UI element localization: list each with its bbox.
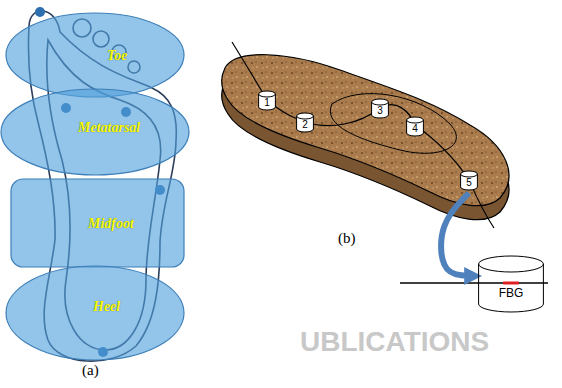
region-label: Midfoot [88, 216, 134, 232]
optical-fiber [232, 42, 494, 228]
metatarsal-region: Metatarsal [0, 88, 190, 176]
region-label: Heel [93, 299, 120, 315]
sensor-number: 2 [302, 119, 308, 131]
sensor-number: 4 [412, 123, 418, 135]
fbg-fiber-line [400, 282, 548, 284]
fbg-sensor-shape [478, 255, 544, 313]
pointer-arrow [441, 193, 475, 276]
sensor-number: 1 [264, 97, 270, 109]
watermark: UBLICATIONS [300, 326, 489, 358]
sensor-number: 3 [377, 105, 383, 117]
heel-region: Heel [5, 265, 185, 361]
region-label: Toe [107, 48, 127, 64]
subfigure-label: (a) [82, 362, 99, 379]
sensor-cylinder: 1 [258, 90, 276, 111]
subfigure-label: (b) [338, 230, 356, 247]
sensor-cylinder: 4 [406, 116, 424, 137]
sensor-cylinder: 2 [296, 112, 314, 133]
sensor-cylinder: 3 [371, 98, 389, 119]
midfoot-region: Midfoot [10, 178, 185, 268]
region-label: Metatarsal [78, 120, 140, 136]
toe-region: Toe [5, 12, 185, 98]
sensor-label: FBG [499, 286, 524, 300]
sensor-number: 5 [466, 177, 472, 189]
insole-top [222, 55, 509, 206]
sensor-cylinder: 5 [460, 170, 478, 191]
toe-region-shape [5, 12, 185, 98]
grating-mark [503, 282, 519, 285]
fbg-sensor: FBG [478, 255, 544, 313]
